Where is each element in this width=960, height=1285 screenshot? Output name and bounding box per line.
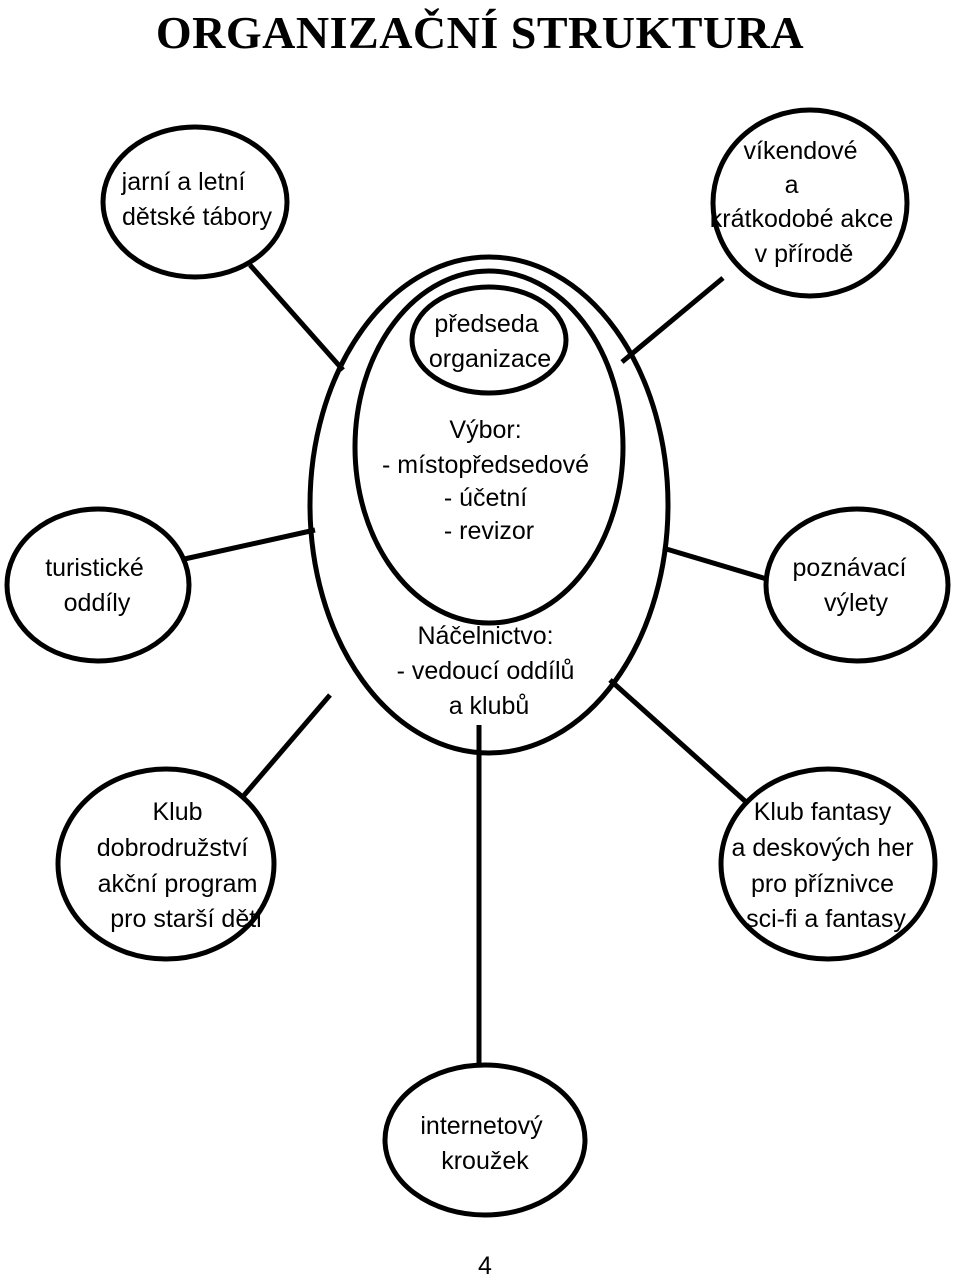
connector-tourist <box>179 527 316 563</box>
committee-label: Výbor: - místopředsedové - účetní - revi… <box>382 416 596 545</box>
adventure-label: Klub dobrodružství akční program pro sta… <box>97 798 265 933</box>
committee-ellipse <box>352 268 626 626</box>
tourist-label: turistické oddíly <box>45 554 151 617</box>
chair-label: předseda organizace <box>429 310 551 373</box>
connector-trips <box>662 545 771 583</box>
connector-camps <box>248 263 345 372</box>
trips-ellipse <box>763 506 951 664</box>
connector-adventure <box>238 693 332 802</box>
leadership-label: Náčelnictvo: - vedoucí oddílů a klubů <box>397 622 582 720</box>
trips-label: poznávací výlety <box>793 554 914 617</box>
camps-ellipse <box>100 124 290 280</box>
camps-label: jarní a letní dětské tábory <box>121 168 273 231</box>
connector-fantasy <box>608 678 757 812</box>
fantasy-ellipse <box>718 766 938 962</box>
adventure-ellipse <box>55 766 277 962</box>
leadership-ellipse <box>307 254 671 756</box>
weekend-label: víkendové a krátkodobé akce v přírodě <box>710 137 900 268</box>
page-title: ORGANIZAČNÍ STRUKTURA <box>155 7 805 58</box>
internet-label: internetový kroužek <box>420 1112 549 1175</box>
page-number: 4 <box>478 1252 492 1280</box>
connector-weekend <box>620 276 725 364</box>
chair-ellipse <box>409 284 569 396</box>
weekend-ellipse <box>710 107 910 299</box>
connector-lines <box>179 263 771 1095</box>
fantasy-label: Klub fantasy a deskových her pro přízniv… <box>732 798 921 933</box>
tourist-ellipse <box>4 506 192 664</box>
internet-ellipse <box>382 1062 588 1218</box>
